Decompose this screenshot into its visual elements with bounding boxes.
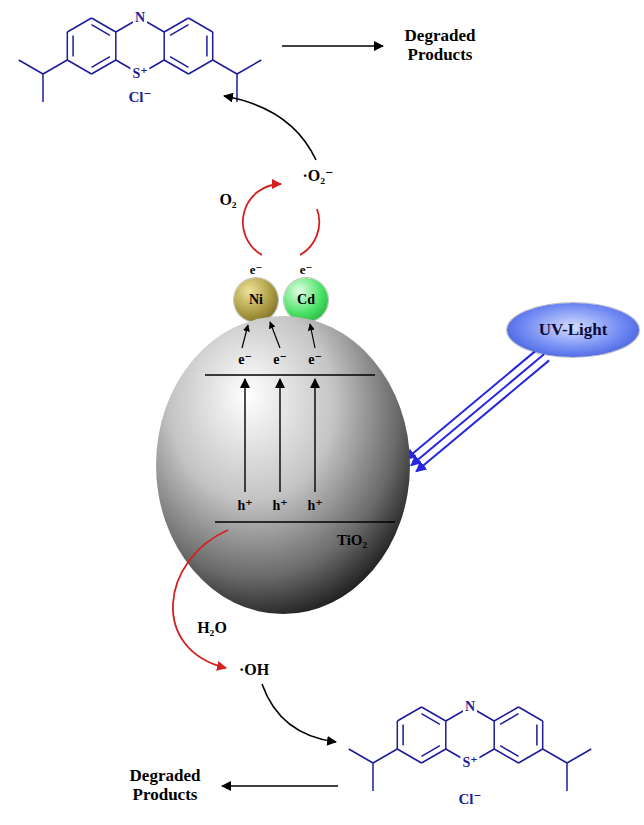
electron-label: e⁻: [308, 352, 322, 367]
methylene-blue-structure: [349, 707, 591, 791]
product-label: Degraded Products: [394, 27, 486, 64]
hole-label: h⁺: [272, 498, 287, 513]
electron-label: e⁻: [273, 352, 287, 367]
light-ray: [406, 348, 539, 459]
species-label: H₂O: [197, 619, 227, 637]
light-label: UV-Light: [539, 321, 608, 340]
reduction-cycle-arc: [300, 209, 319, 255]
counter-ion: Cl⁻: [459, 791, 482, 808]
electron-label: e⁻: [300, 263, 313, 277]
light-source-ellipse: UV-Light: [507, 303, 639, 357]
light-ray-arrow: [406, 348, 549, 471]
excitation-arrow: [279, 379, 280, 492]
molecule-bonds: [349, 707, 591, 791]
reaction-arrow: [282, 45, 383, 47]
hole-label: h⁺: [237, 498, 252, 513]
excitation-arrow: [314, 379, 315, 492]
material-label: TiO₂: [337, 532, 367, 549]
electron-label: e⁻: [250, 263, 263, 277]
conduction-band-line: [205, 374, 375, 375]
metal-label: Ni: [249, 292, 263, 307]
atom-label: S⁺: [460, 755, 479, 770]
reaction-arrow: [222, 785, 338, 787]
excitation-arrow: [244, 379, 245, 492]
atom-label: N: [463, 699, 477, 714]
attack-arrow: [224, 96, 316, 160]
light-ray: [416, 360, 549, 471]
product-label: Degraded Products: [119, 767, 211, 804]
electron-transfer-arrow: [310, 324, 315, 348]
electron-label: e⁻: [238, 352, 252, 367]
metal-label: Cd: [297, 292, 315, 307]
nickel-particle: Ni: [234, 278, 278, 322]
reduction-cycle-arrow: [243, 184, 281, 255]
cadmium-particle: Cd: [284, 278, 328, 322]
hole-label: h⁺: [307, 498, 322, 513]
counter-ion: Cl⁻: [129, 89, 152, 106]
sphere-body: [156, 316, 410, 614]
electron-transfer-arrow: [242, 325, 248, 348]
valence-band-line: [215, 521, 395, 522]
light-ray: [411, 354, 544, 465]
electron-transfer-arrow: [270, 322, 280, 348]
species-label: O₂: [219, 191, 236, 209]
attack-arrow: [262, 684, 336, 742]
atom-label: N: [133, 10, 147, 25]
atom-label: S⁺: [130, 66, 149, 81]
oxidation-arrow: [173, 530, 228, 668]
radical-label: ·OH: [239, 661, 269, 679]
radical-label: ·O₂⁻: [302, 167, 333, 185]
